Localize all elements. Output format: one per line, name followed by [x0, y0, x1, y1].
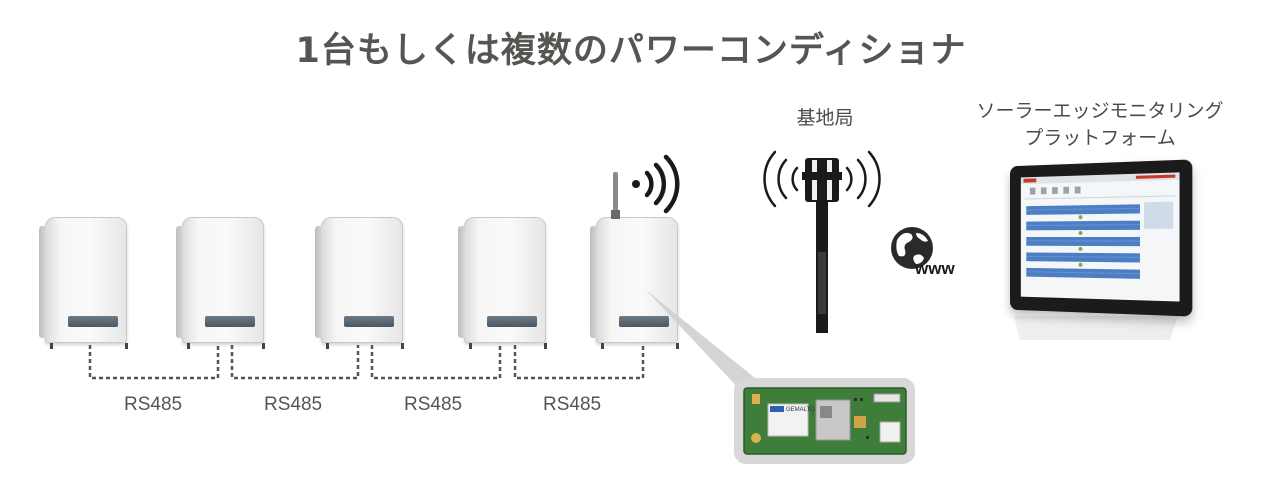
www-label: www [914, 259, 955, 278]
platform-label-line1: ソーラーエッジモニタリング [976, 100, 1224, 122]
cell-tower-icon [802, 158, 842, 333]
rs485-cables [88, 345, 645, 380]
monitoring-dashboard-screen [1020, 172, 1180, 302]
inverter-1 [39, 217, 128, 349]
inverter-4 [458, 217, 547, 349]
globe-icon [891, 227, 933, 269]
platform-label-line2: プラットフォーム [1024, 127, 1176, 149]
base-station-label: 基地局 [796, 107, 854, 129]
cable-4-5 [513, 345, 645, 380]
dashboard-preview [1020, 172, 1180, 279]
board-brand-label: GEMALTO [786, 407, 815, 413]
board-callout: GEMALTO [734, 378, 915, 464]
monitoring-platform-label: ソーラーエッジモニタリング プラットフォーム [950, 98, 1250, 152]
rs485-label-4: RS485 [543, 394, 602, 415]
display-panel [487, 316, 537, 327]
display-panel [344, 316, 394, 327]
display-panel [619, 316, 669, 327]
communication-board-icon: GEMALTO [743, 387, 907, 455]
display-panel [68, 316, 118, 327]
wireless-signal-icon [632, 154, 680, 214]
monitor-reflection [1014, 316, 1178, 340]
inverter-3 [315, 217, 404, 349]
inverter-5-gateway [590, 217, 679, 349]
rs485-label-2: RS485 [264, 394, 323, 415]
display-panel [205, 316, 255, 327]
inverter-2 [176, 217, 265, 349]
page-title: 1台もしくは複数のパワーコンディショナ [295, 31, 967, 71]
cable-1-2 [88, 345, 220, 380]
rs485-label-1: RS485 [124, 394, 183, 415]
monitor-icon [1010, 159, 1193, 317]
antenna-icon [611, 172, 620, 219]
tower-signal-waves [763, 150, 881, 208]
callout-connector [646, 290, 760, 392]
cable-2-3 [230, 345, 360, 380]
cable-3-4 [370, 345, 502, 380]
rs485-label-3: RS485 [404, 394, 463, 415]
